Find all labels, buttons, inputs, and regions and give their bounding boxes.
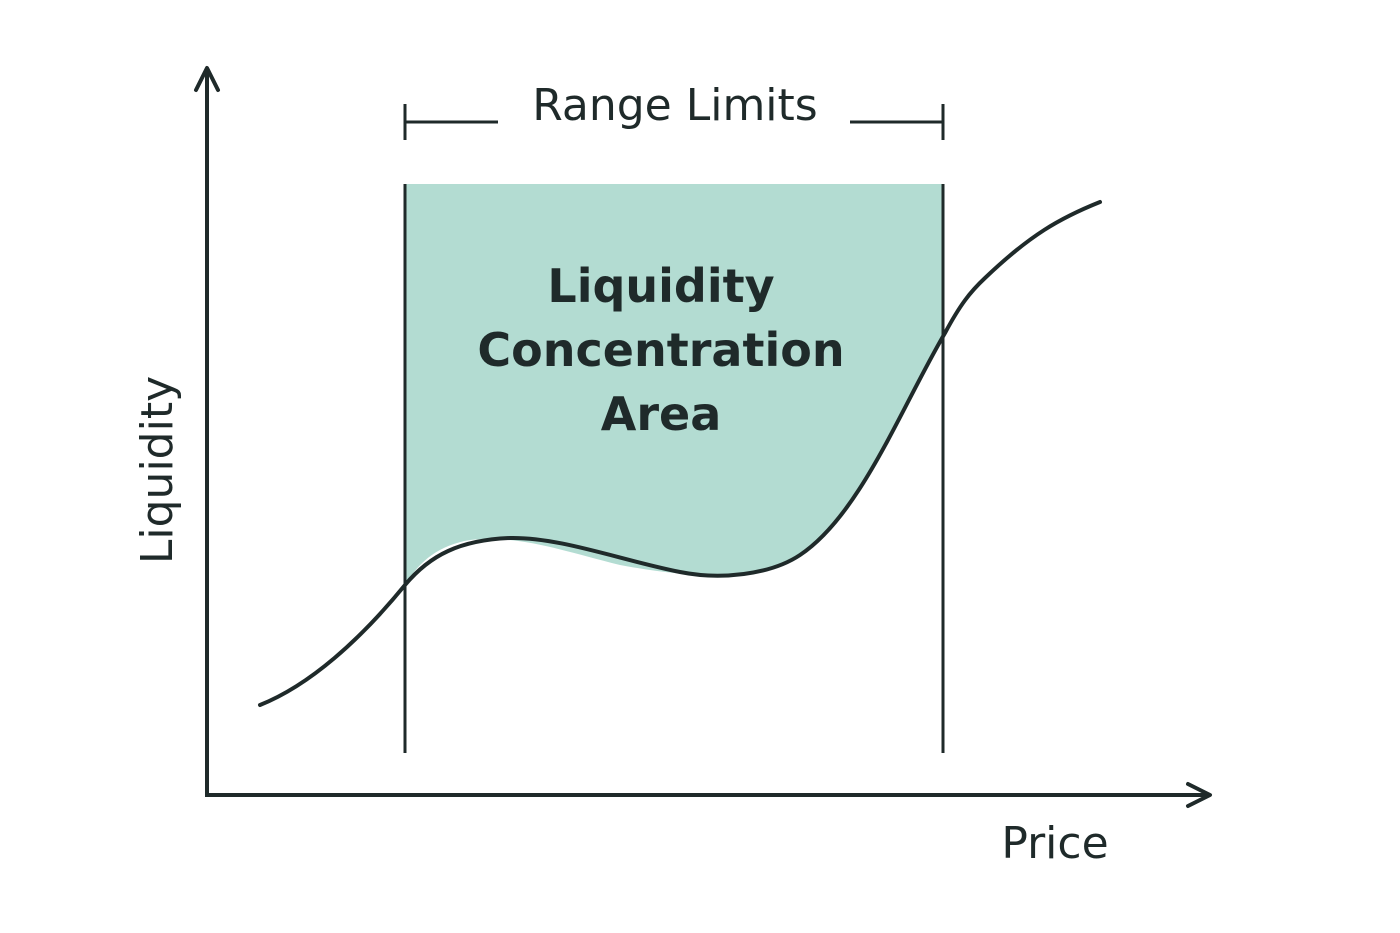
concentration-area-fill — [405, 184, 943, 585]
range-limits-title: Range Limits — [532, 80, 817, 131]
liquidity-curve — [258, 200, 1102, 707]
x-axis-label: Price — [1001, 818, 1108, 869]
area-label-line-2: Concentration — [477, 323, 844, 377]
x-axis — [205, 782, 1212, 808]
area-label-line-3: Area — [601, 387, 722, 441]
y-axis-label: Liquidity — [132, 376, 183, 564]
y-axis — [194, 66, 220, 795]
area-label-line-1: Liquidity — [547, 259, 774, 313]
range-limits-bracket — [403, 104, 945, 140]
